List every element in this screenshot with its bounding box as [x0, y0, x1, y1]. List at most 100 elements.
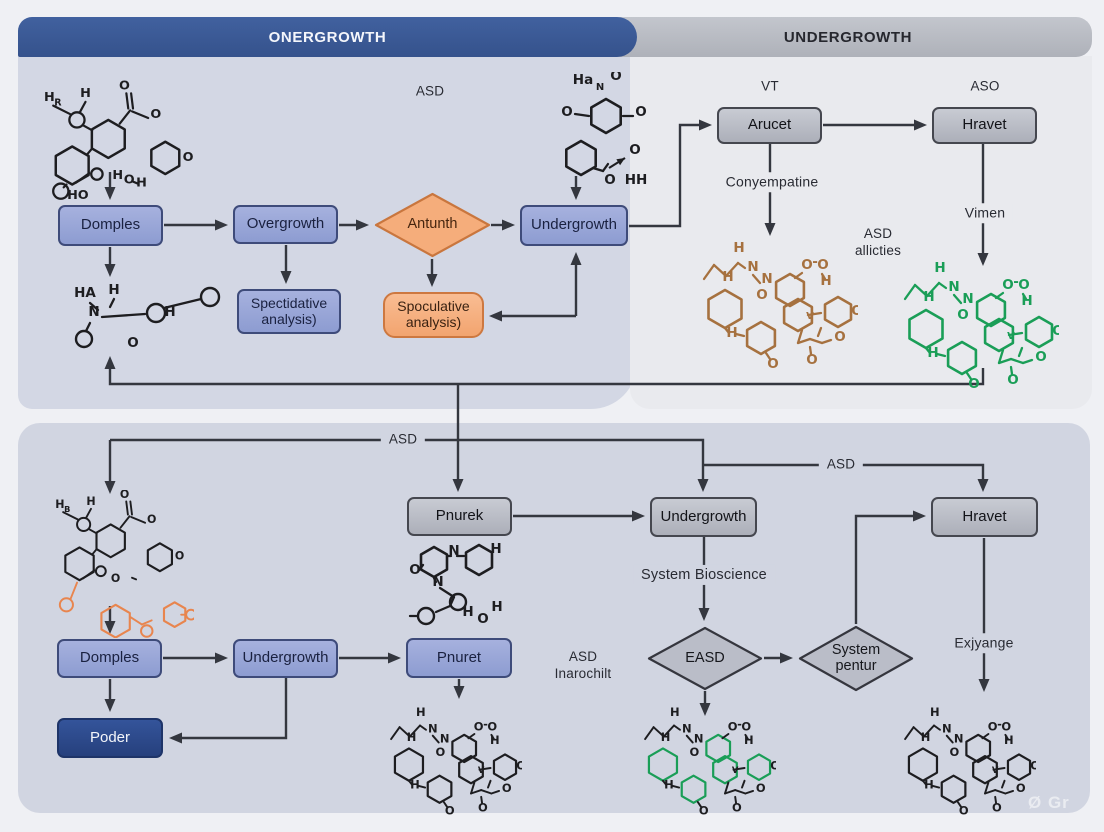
speculative-blue-label: Spectidative analysis): [250, 294, 328, 327]
asd2-to-hravet: [703, 463, 985, 483]
bond: [933, 724, 941, 731]
node-arucet: Arucet: [717, 107, 822, 144]
bond: [601, 162, 610, 173]
bond: [91, 548, 98, 555]
easd-diamond-shape: [647, 626, 763, 691]
hexagon-ring: [940, 774, 967, 804]
atom-label: H: [1004, 733, 1014, 747]
undergrowth-bl-to-pnuret-arrowhead: [388, 652, 401, 664]
atom-label: O: [801, 257, 812, 273]
atom-label: H: [490, 733, 500, 747]
label-asd-bottom-1: ASD: [380, 430, 426, 450]
bond: [1007, 331, 1024, 337]
bond: [956, 801, 963, 809]
undergrowth-bottom-left-label: Undergrowth: [242, 649, 329, 667]
antunth-to-undergrowth-arrowhead: [502, 219, 515, 231]
atom-label: O: [732, 800, 742, 814]
node-easd-diamond: EASD: [647, 626, 763, 691]
node-overgrowth: Overgrowth: [233, 205, 338, 244]
hexagon-ring: [707, 288, 743, 330]
atom-label: H: [407, 730, 417, 744]
bond: [69, 581, 79, 600]
bond: [734, 795, 738, 804]
hexagon-ring: [451, 733, 478, 764]
bond: [673, 724, 681, 731]
bond: [62, 511, 79, 521]
atom-label: -: [1013, 274, 1019, 290]
bond: [1021, 292, 1028, 301]
atom-label: B: [64, 504, 70, 514]
bond: [724, 261, 740, 278]
atom-label: H: [44, 90, 55, 105]
atom-label: N: [948, 279, 959, 295]
bond: [162, 297, 203, 310]
bond: [408, 724, 421, 738]
bond: [130, 516, 147, 524]
hexagon-ring: [965, 733, 992, 764]
bond: [820, 272, 827, 281]
hexagon-ring: [464, 543, 494, 577]
header-onergrowth-label: ONERGROWTH: [268, 28, 387, 46]
atom-ring: [416, 606, 436, 626]
bond: [952, 293, 963, 305]
atom-label: O: [629, 142, 640, 158]
atom-label: H: [923, 289, 934, 305]
syspentur-to-hravet-arrowhead: [913, 510, 926, 522]
bond: [1004, 789, 1015, 795]
hexagon-ring: [705, 733, 732, 764]
undergrowth-b-down-arrowhead: [698, 608, 710, 621]
bond: [81, 569, 96, 580]
node-hravet-bottom: Hravet: [931, 497, 1038, 537]
node-speculative-orange: Spoculative analysis): [383, 292, 484, 338]
bond: [1009, 365, 1014, 376]
hexagon-ring: [565, 139, 598, 177]
atom-label: H: [1021, 293, 1032, 309]
atom-ring: [448, 592, 468, 612]
panel-bottom: [18, 423, 1090, 813]
undergrowth-top-label: Undergrowth: [531, 216, 617, 234]
bond: [724, 789, 737, 795]
bond: [487, 779, 492, 789]
pnuret-label: Pnuret: [436, 648, 482, 666]
atom-label: O: [1035, 349, 1046, 365]
hexagon-ring: [100, 603, 131, 638]
bond: [467, 733, 476, 740]
header-undergrowth: UNDERGROWTH: [604, 17, 1092, 57]
node-domples-top: Domples: [58, 205, 163, 246]
atom-label: O: [968, 376, 979, 391]
bond: [140, 619, 153, 626]
atom-label: N: [962, 291, 973, 307]
atom-label: O: [610, 72, 621, 84]
hexagon-ring: [54, 145, 90, 186]
atom-label: O: [741, 720, 751, 734]
atom-label: O: [436, 745, 446, 759]
atom-label: O: [728, 720, 738, 734]
bond: [390, 726, 401, 741]
hexagon-ring: [907, 747, 939, 782]
atom-label: H: [722, 269, 733, 285]
up-into-undergrowth-arrowhead: [570, 252, 582, 265]
hexagon-ring: [1024, 315, 1054, 349]
bond: [981, 733, 990, 740]
atom-label: N: [596, 82, 604, 93]
antunth-diamond-label: Antunth: [407, 216, 458, 233]
atom-label: O: [1030, 759, 1036, 773]
poder-label: Poder: [89, 728, 131, 746]
atom-label: O: [477, 611, 488, 627]
atom-label: O: [1018, 277, 1029, 293]
asd2-to-hravet-arrowhead: [977, 479, 989, 492]
node-poder: Poder: [57, 718, 163, 758]
atom-label: -: [997, 717, 1002, 731]
hexagon-ring: [647, 747, 679, 782]
bond: [751, 273, 762, 285]
atom-label: O: [817, 257, 828, 273]
hexagon-ring: [492, 753, 518, 782]
node-system-pentur-diamond: System pentur: [798, 625, 914, 692]
bond: [74, 172, 91, 184]
bond: [1009, 357, 1025, 365]
bond: [732, 767, 746, 771]
hexagon-ring: [823, 295, 853, 329]
bond: [816, 326, 823, 338]
bond: [912, 726, 925, 738]
